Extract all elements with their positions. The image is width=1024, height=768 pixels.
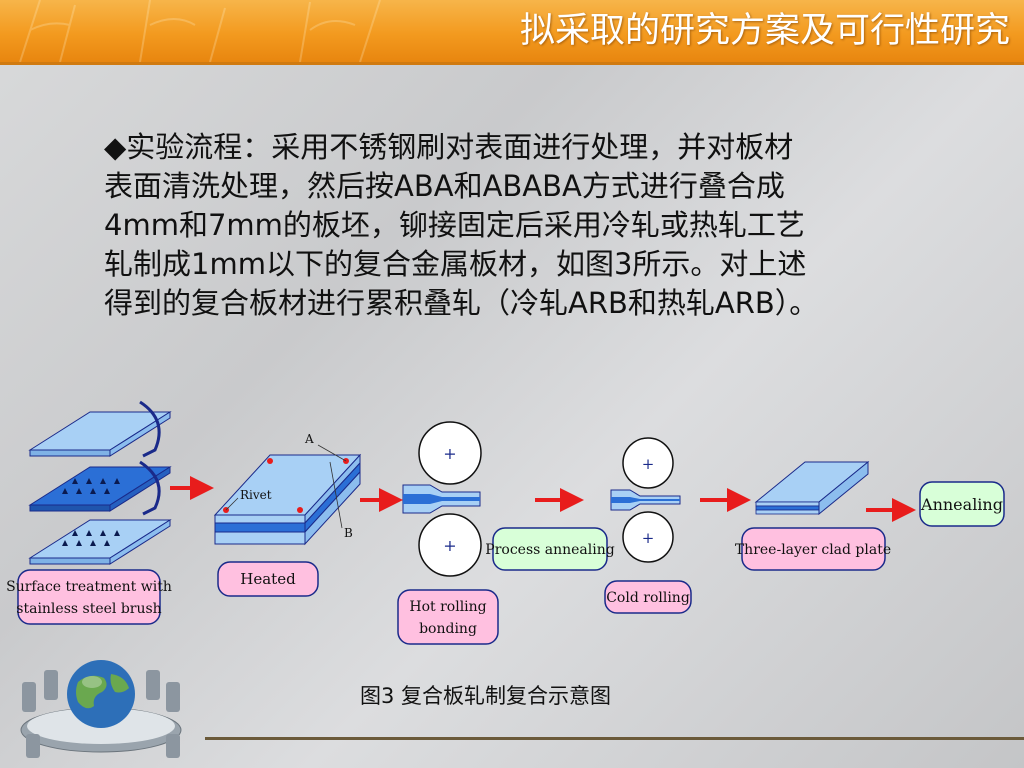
globe-conference-decoration — [20, 660, 182, 758]
process-annealing-box: Process annealing — [485, 527, 615, 571]
surface-treatment-label-line2: stainless steel brush — [16, 601, 161, 617]
figure-caption: 图3 复合板轧制复合示意图 — [360, 684, 612, 708]
roll-plus-sign: + — [443, 536, 456, 555]
label-b: B — [344, 526, 353, 540]
cold-rolling-mill: + + — [610, 437, 681, 563]
roll-plus-sign: + — [443, 444, 456, 463]
riveted-stack: Rivet A B — [213, 432, 362, 546]
hot-rolling-label-line1: Hot rolling — [409, 599, 486, 615]
cold-rolling-box: Cold rolling — [604, 580, 692, 614]
clad-plate-box: Three-layer clad plate — [735, 527, 891, 571]
footer-divider-line — [205, 737, 1024, 740]
rivet-label: Rivet — [240, 488, 272, 502]
plate-top — [28, 411, 172, 457]
annealing-label: Annealing — [920, 495, 1003, 514]
hot-rolling-label-line2: bonding — [419, 621, 477, 637]
roll-lower — [622, 511, 674, 563]
flip-arrows — [139, 400, 161, 516]
body-line: 4mm和7mm的板坯，铆接固定后采用冷轧或热轧工艺 — [104, 208, 805, 242]
plate-bottom — [28, 519, 172, 565]
surface-treatment-box: Surface treatment with stainless steel b… — [6, 569, 172, 625]
roll-lower — [418, 513, 482, 577]
annealing-box: Annealing — [919, 481, 1005, 527]
roll-plus-sign: + — [642, 529, 655, 547]
roll-plus-sign: + — [642, 455, 655, 473]
label-a: A — [304, 432, 314, 446]
body-line: ◆实验流程：采用不锈钢刷对表面进行处理，并对板材 — [104, 130, 794, 164]
clad-plate — [754, 460, 870, 516]
body-line: 轧制成1mm以下的复合金属板材，如图3所示。对上述 — [104, 247, 807, 281]
plate-middle — [28, 466, 172, 512]
slide-title: 拟采取的研究方案及可行性研究 — [519, 11, 1010, 51]
hot-rolling-box: Hot rolling bonding — [397, 589, 499, 645]
roll-upper — [418, 421, 482, 485]
hot-rolling-mill: + + — [402, 421, 482, 577]
heated-label: Heated — [240, 570, 296, 588]
process-annealing-label: Process annealing — [485, 542, 614, 558]
cold-rolling-label: Cold rolling — [606, 590, 690, 606]
process-flow-diagram: Surface treatment with stainless steel b… — [6, 400, 1005, 645]
bamboo-pattern-decoration — [19, 0, 381, 62]
body-paragraph: ◆实验流程：采用不锈钢刷对表面进行处理，并对板材 表面清洗处理，然后按ABA和A… — [104, 128, 944, 323]
heated-box: Heated — [217, 561, 319, 597]
clad-plate-label: Three-layer clad plate — [735, 542, 891, 558]
roll-upper — [622, 437, 674, 489]
surface-treatment-label-line1: Surface treatment with — [6, 579, 172, 595]
body-line: 得到的复合板材进行累积叠轧（冷轧ARB和热轧ARB）。 — [104, 286, 819, 320]
slide-header: 拟采取的研究方案及可行性研究 — [0, 0, 1024, 65]
body-line: 表面清洗处理，然后按ABA和ABABA方式进行叠合成 — [104, 169, 785, 203]
